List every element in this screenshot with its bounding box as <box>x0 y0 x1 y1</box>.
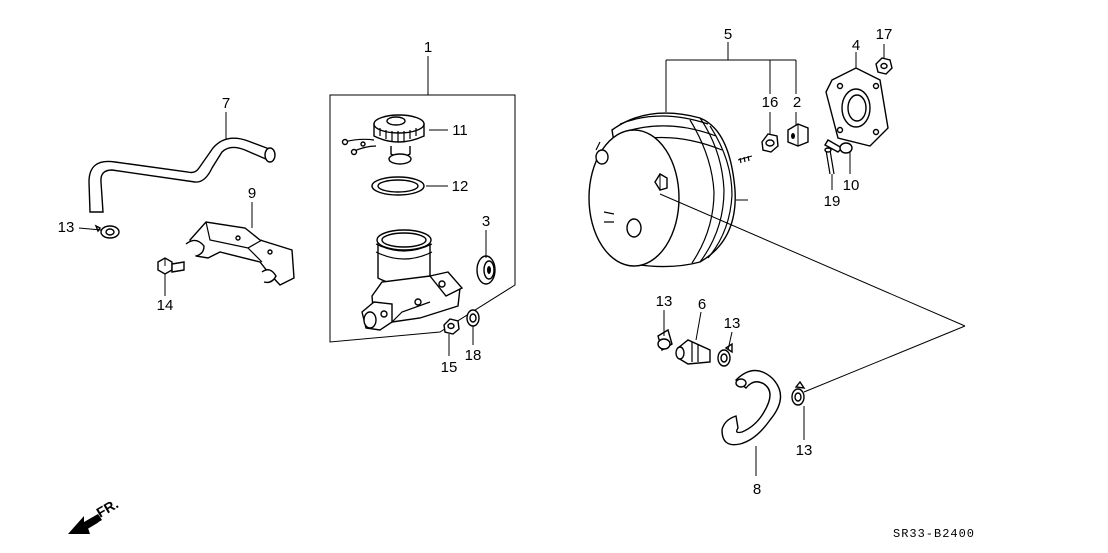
callout-7: 7 <box>222 95 230 112</box>
callout-16: 16 <box>762 94 779 111</box>
cotter-pin-19 <box>824 147 835 175</box>
hose-clamp-13-left <box>94 224 120 239</box>
callout-19: 19 <box>824 193 841 210</box>
callout-11: 11 <box>452 122 468 139</box>
callout-18: 18 <box>465 347 482 364</box>
grommet-3 <box>476 255 496 285</box>
callout-17: 17 <box>876 26 893 43</box>
callout-8: 8 <box>753 481 761 498</box>
reservoir-seal-12 <box>371 176 425 196</box>
nut-17 <box>875 57 893 75</box>
callout-13-valve-right: 13 <box>724 315 741 332</box>
arrow-left-icon <box>68 514 102 534</box>
callout-10: 10 <box>843 177 860 194</box>
vacuum-hose-8 <box>721 369 782 446</box>
callout-13-left: 13 <box>58 219 75 236</box>
master-cylinder-assembly-frame <box>329 94 516 343</box>
callout-12: 12 <box>452 178 469 195</box>
hose-clamp-13-mid <box>717 342 733 367</box>
callout-9: 9 <box>248 185 256 202</box>
callout-2: 2 <box>793 94 801 111</box>
front-direction-arrow: FR. <box>68 495 121 534</box>
master-cylinder-body <box>361 229 464 331</box>
bolt-14 <box>157 257 185 275</box>
reservoir-cap-11 <box>341 114 425 165</box>
callout-13-valve-left: 13 <box>656 293 673 310</box>
brake-booster-5 <box>588 112 753 268</box>
callout-3: 3 <box>482 213 490 230</box>
clevis-pin-10 <box>824 139 853 154</box>
callout-13-hose-right: 13 <box>796 442 813 459</box>
hose-clamp-13-left-valve <box>657 328 673 352</box>
vacuum-hose-7 <box>88 137 276 213</box>
hose-bracket-9 <box>185 221 295 286</box>
callout-6: 6 <box>698 296 706 313</box>
nut-16 <box>761 133 779 153</box>
hose-clamp-13-right <box>791 380 806 406</box>
callout-5: 5 <box>724 26 732 43</box>
clevis-2 <box>787 123 809 147</box>
callout-14: 14 <box>157 297 174 314</box>
callout-4: 4 <box>852 37 860 54</box>
diagram-code: SR33-B2400 <box>893 527 975 541</box>
callout-15: 15 <box>441 359 458 376</box>
callout-1: 1 <box>424 39 432 56</box>
washer-18 <box>466 309 480 327</box>
check-valve-6 <box>675 339 711 365</box>
leader-lines <box>78 42 966 476</box>
booster-gasket-4 <box>825 67 889 147</box>
nut-15 <box>443 318 460 335</box>
